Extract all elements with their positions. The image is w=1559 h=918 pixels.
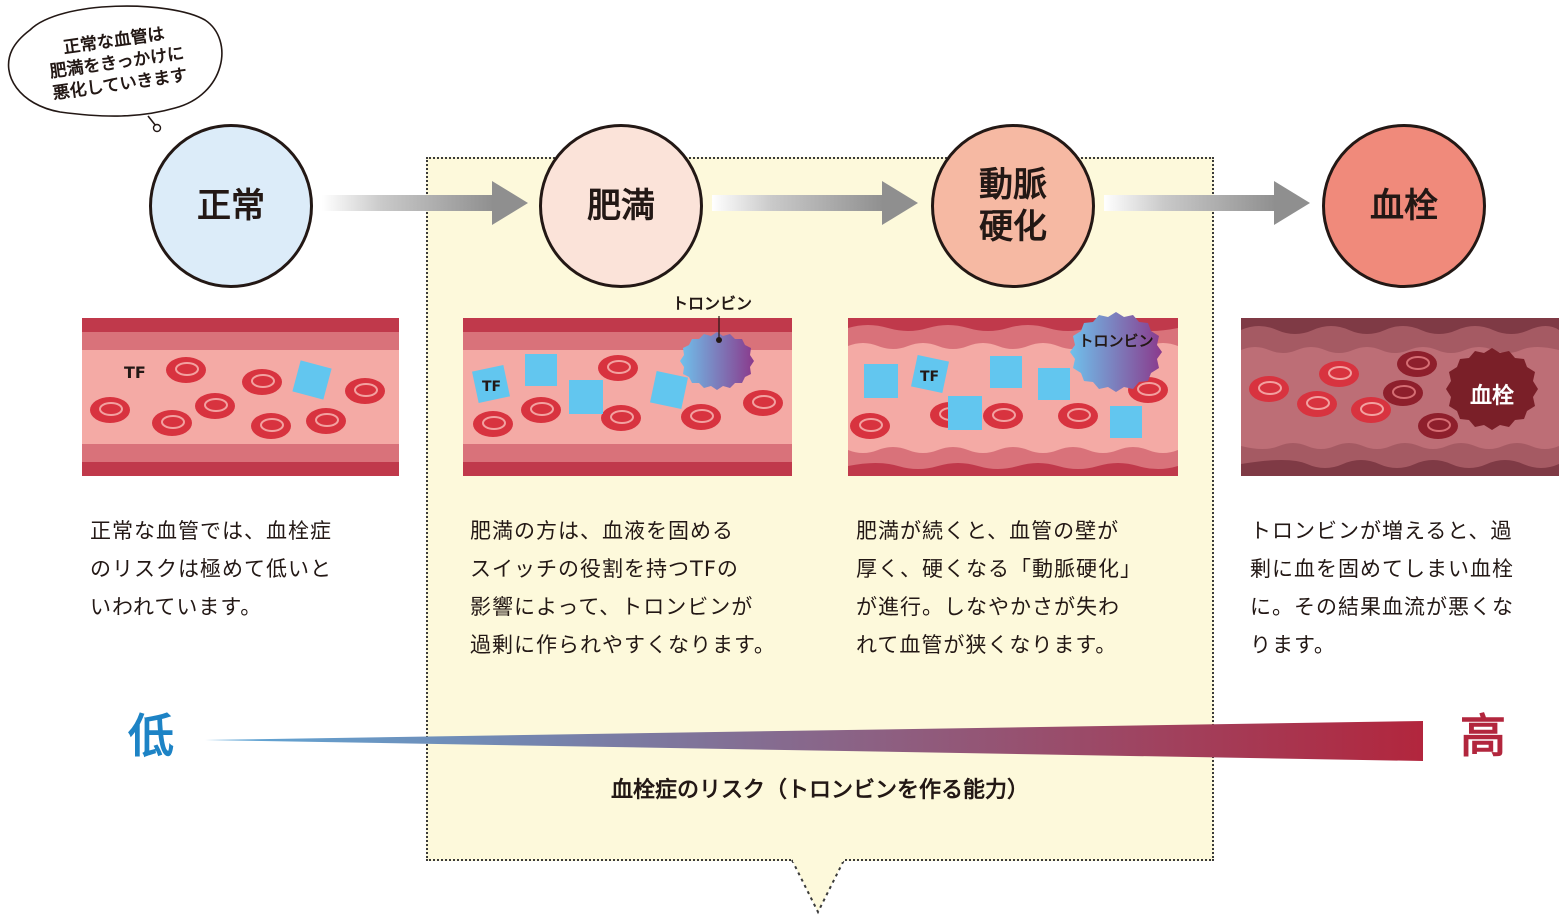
description-normal: 正常な血管では、血栓症 のリスクは極めて低いと いわれています。 [90, 512, 332, 626]
description-line: 剰に血を固めてしまい血栓 [1250, 557, 1514, 581]
description-line: 厚く、硬くなる「動脈硬化」 [856, 557, 1142, 581]
thrombin-callout-label: トロンビン [672, 294, 753, 313]
tf-square [1110, 406, 1142, 438]
arrow-3 [1104, 181, 1310, 225]
stage-label: 動脈 硬化 [979, 165, 1047, 247]
stage-normal: 正常 [149, 124, 313, 288]
description-line: れて血管が狭くなります。 [856, 633, 1118, 657]
stage-atherosclerosis: 動脈 硬化 [931, 124, 1095, 288]
tf-square [948, 396, 982, 430]
stage-label: 肥満 [587, 186, 655, 226]
speech-bubble [7, 5, 223, 133]
description-line: 肥満の方は、血液を固める [470, 519, 734, 543]
clot-label: 血栓 [1470, 383, 1514, 409]
description-line: トロンビンが増えると、過 [1250, 519, 1513, 543]
description-atherosclerosis: 肥満が続くと、血管の壁が 厚く、硬くなる「動脈硬化」 が進行。しなやかさが失わ … [856, 512, 1142, 664]
description-line: に。その結果血流が悪くな [1250, 595, 1514, 619]
tf-label: TF [482, 379, 501, 395]
thrombin-blob-large [1070, 312, 1162, 392]
tf-square [472, 365, 510, 403]
tf-square [569, 380, 603, 414]
stage-thrombus: 血栓 [1322, 124, 1486, 288]
tf-square [650, 371, 688, 409]
description-line: のリスクは極めて低いと [90, 557, 332, 581]
risk-low-label: 低 [128, 709, 174, 763]
vessel-normal: TF [82, 318, 399, 476]
description-obesity: 肥満の方は、血液を固める スイッチの役割を持つTFの 影響によって、トロンビンが… [470, 512, 776, 664]
description-thrombus: トロンビンが増えると、過 剰に血を固めてしまい血栓 に。その結果血流が悪くな り… [1250, 512, 1514, 664]
tf-label: TF [920, 369, 939, 385]
description-line: 影響によって、トロンビンが [470, 595, 754, 619]
tf-square [864, 364, 898, 398]
vessel-thrombus: 血栓 [1241, 318, 1559, 476]
arrow-2 [712, 181, 918, 225]
description-line: が進行。しなやかさが失わ [856, 595, 1120, 619]
description-line: いわれています。 [90, 595, 263, 619]
description-line: ります。 [1250, 633, 1336, 657]
risk-caption: 血栓症のリスク（トロンビンを作る能力） [610, 778, 1029, 803]
risk-high-label: 高 [1460, 709, 1506, 763]
clot-blob [1446, 348, 1538, 430]
stage-label: 血栓 [1370, 186, 1438, 226]
thrombin-label: トロンビン [1078, 332, 1153, 350]
stage-label: 正常 [197, 186, 265, 226]
description-line: 肥満が続くと、血管の壁が [856, 519, 1120, 543]
risk-wedge [205, 721, 1423, 761]
tf-square [525, 354, 557, 386]
tf-square [911, 355, 949, 393]
description-line: 過剰に作られやすくなります。 [470, 633, 776, 657]
region-pointer [791, 858, 845, 915]
tf-square [990, 356, 1022, 388]
arrow-1 [322, 181, 528, 225]
vessel-obesity: TF [463, 316, 792, 476]
vessel-atherosclerosis: TF トロンビン [848, 312, 1178, 476]
tf-square [1038, 368, 1070, 400]
description-line: 正常な血管では、血栓症 [90, 519, 332, 543]
description-line: スイッチの役割を持つTFの [470, 557, 739, 581]
stage-obesity: 肥満 [539, 124, 703, 288]
tf-label: TF [124, 363, 146, 382]
tf-square [292, 360, 332, 400]
thrombin-blob [680, 332, 754, 390]
